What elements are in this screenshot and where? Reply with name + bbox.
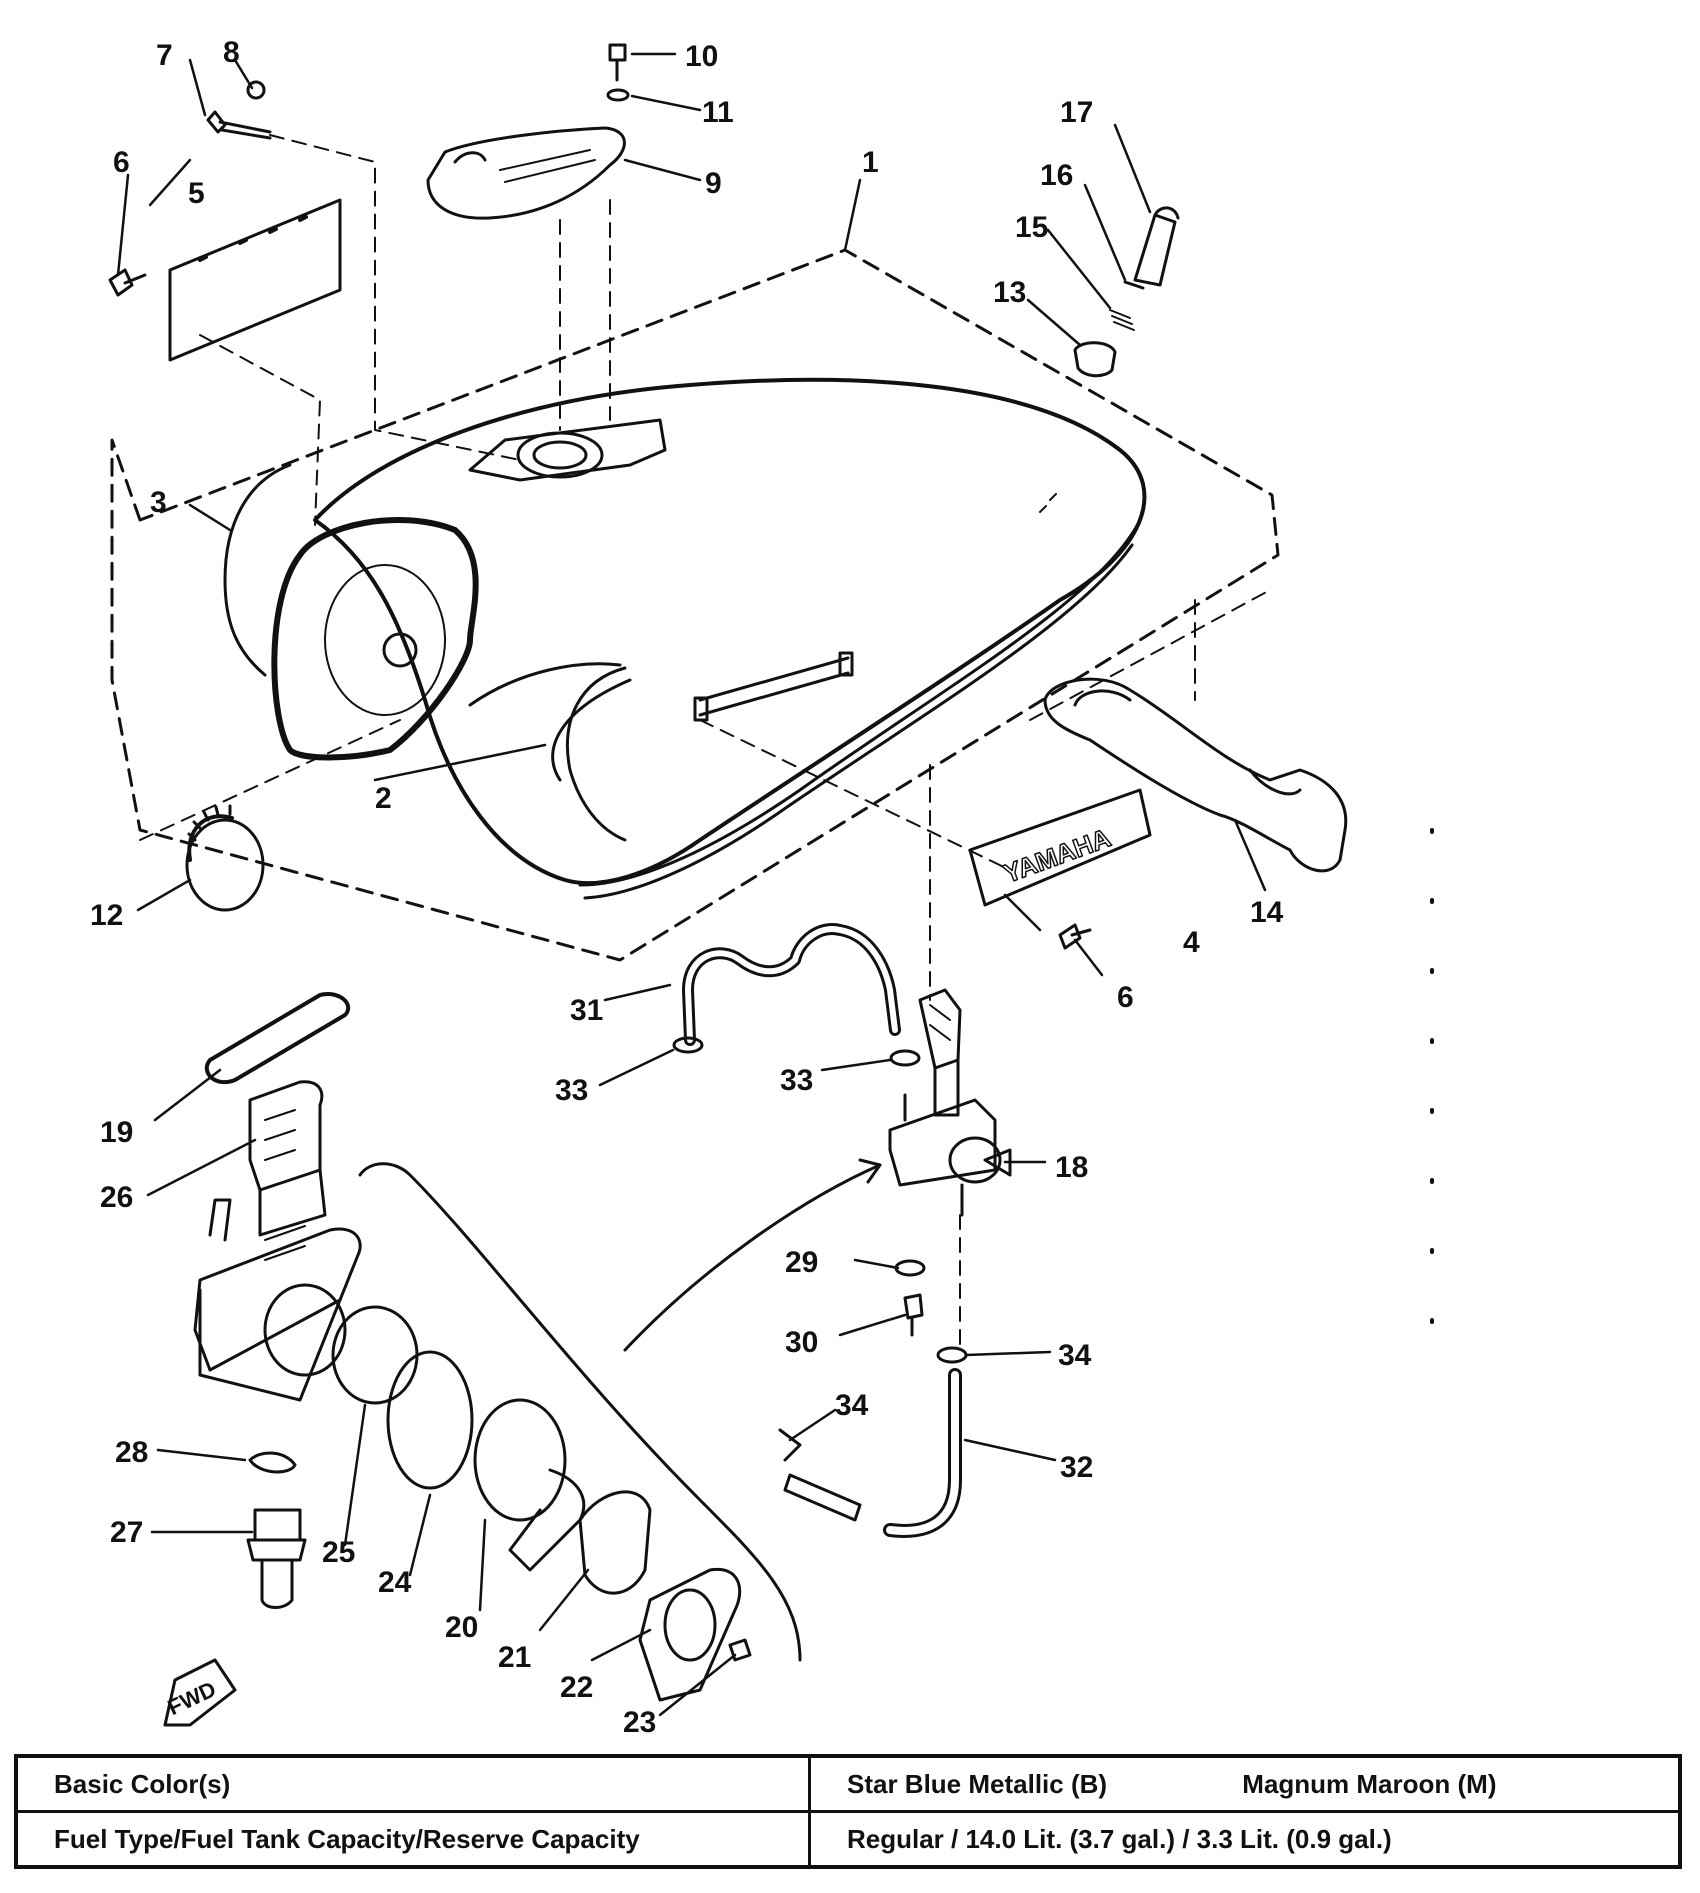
bolt-7 (206, 110, 272, 140)
exploded-parts-diagram: YAMAHA (90, 36, 1434, 1739)
fuel-hose-31 (682, 923, 901, 1046)
basic-color-label: Basic Color(s) (14, 1754, 811, 1813)
callout-24: 24 (378, 1566, 412, 1599)
clip-33a (672, 1036, 704, 1054)
callout-17: 17 (1060, 96, 1093, 129)
callout-28: 28 (115, 1436, 148, 1469)
spring-15 (1109, 309, 1135, 331)
fuel-spec-label: Fuel Type/Fuel Tank Capacity/Reserve Cap… (14, 1810, 811, 1869)
callout-21: 21 (498, 1641, 531, 1674)
callout-26: 26 (100, 1181, 133, 1214)
spec-row-basic-color: Basic Color(s) Star Blue Metallic (B) Ma… (14, 1754, 1682, 1813)
fuel-spec-value: Regular / 14.0 Lit. (3.7 gal.) / 3.3 Lit… (808, 1810, 1682, 1869)
screw-6b (1058, 923, 1092, 950)
fwd-label: FWD (164, 1676, 220, 1720)
callout-20: 20 (445, 1611, 478, 1644)
callout-33a: 33 (555, 1074, 588, 1107)
callout-33b: 33 (780, 1064, 813, 1097)
callout-8: 8 (223, 36, 240, 69)
fuel-cock-assembly-26 (193, 1080, 362, 1402)
lever-20 (473, 1398, 586, 1572)
callout-34b: 34 (835, 1389, 869, 1422)
callout-3: 3 (150, 486, 167, 519)
hose-piece (783, 1473, 862, 1522)
callout-25: 25 (322, 1536, 355, 1569)
washer-11 (606, 88, 630, 102)
callout-7: 7 (156, 39, 173, 72)
side-plate-5 (168, 198, 342, 362)
spec-table: Basic Color(s) Star Blue Metallic (B) Ma… (14, 1754, 1682, 1869)
emblem-4: YAMAHA (968, 788, 1152, 907)
fwd-arrow: FWD (163, 1658, 237, 1727)
washer-29 (894, 1259, 926, 1277)
callout-6a: 6 (113, 146, 130, 179)
callout-18: 18 (1055, 1151, 1088, 1184)
clip-34b (778, 1428, 802, 1462)
callout-5: 5 (188, 177, 205, 210)
fuel-cock-18 (888, 988, 1012, 1217)
disk-25 (331, 1305, 419, 1405)
callout-6b: 6 (1117, 981, 1134, 1014)
callout-22: 22 (560, 1671, 593, 1704)
callout-1: 1 (862, 146, 879, 179)
screw-6a (108, 268, 147, 297)
callout-11: 11 (702, 96, 734, 129)
spec-row-fuel: Fuel Type/Fuel Tank Capacity/Reserve Cap… (14, 1810, 1682, 1869)
bolt-17 (1133, 206, 1180, 287)
callout-31: 31 (570, 994, 603, 1027)
basic-color-values: Star Blue Metallic (B) Magnum Maroon (M) (808, 1754, 1682, 1813)
callout-23: 23 (623, 1706, 656, 1739)
grommet-13 (1073, 341, 1117, 378)
callout-9: 9 (705, 167, 722, 200)
tank-bracket-14 (1043, 677, 1348, 873)
gasket-21 (578, 1490, 652, 1595)
callout-30: 30 (785, 1326, 818, 1359)
callout-13: 13 (993, 276, 1026, 309)
callout-14: 14 (1250, 896, 1284, 929)
callout-15: 15 (1015, 211, 1048, 244)
washer-28 (248, 1451, 297, 1474)
callout-2: 2 (375, 782, 392, 815)
callout-27: 27 (110, 1516, 143, 1549)
color-magnum-maroon: Magnum Maroon (M) (1242, 1768, 1497, 1799)
clip-34a (936, 1346, 968, 1364)
callout-12: 12 (90, 899, 123, 932)
fuel-tank (271, 377, 1147, 900)
assembly-dashed-box (110, 248, 1280, 962)
callout-10: 10 (685, 40, 718, 73)
callout-34a: 34 (1058, 1339, 1092, 1372)
tank-rubber-3 (223, 463, 292, 677)
callout-4: 4 (1183, 926, 1200, 959)
color-star-blue: Star Blue Metallic (B) (847, 1768, 1108, 1799)
gasket-19 (204, 992, 351, 1084)
washer-16 (1123, 280, 1145, 290)
detail-arrow (623, 1158, 882, 1352)
fuel-cap-cover-9 (426, 126, 626, 220)
callout-16: 16 (1040, 159, 1073, 192)
screw-10 (608, 43, 627, 82)
fuel-cap-12 (185, 804, 265, 912)
callout-19: 19 (100, 1116, 133, 1149)
nut-8 (246, 80, 266, 100)
detail-outline (358, 1162, 802, 1662)
tank-side-trim-2 (565, 666, 627, 842)
o-ring-24 (386, 1350, 474, 1490)
clip-33b (889, 1049, 921, 1067)
drain-bolt-27 (246, 1508, 307, 1609)
bolt-30 (903, 1293, 924, 1337)
callout-29: 29 (785, 1246, 818, 1279)
callout-32: 32 (1060, 1451, 1093, 1484)
plate-22 (638, 1567, 742, 1702)
